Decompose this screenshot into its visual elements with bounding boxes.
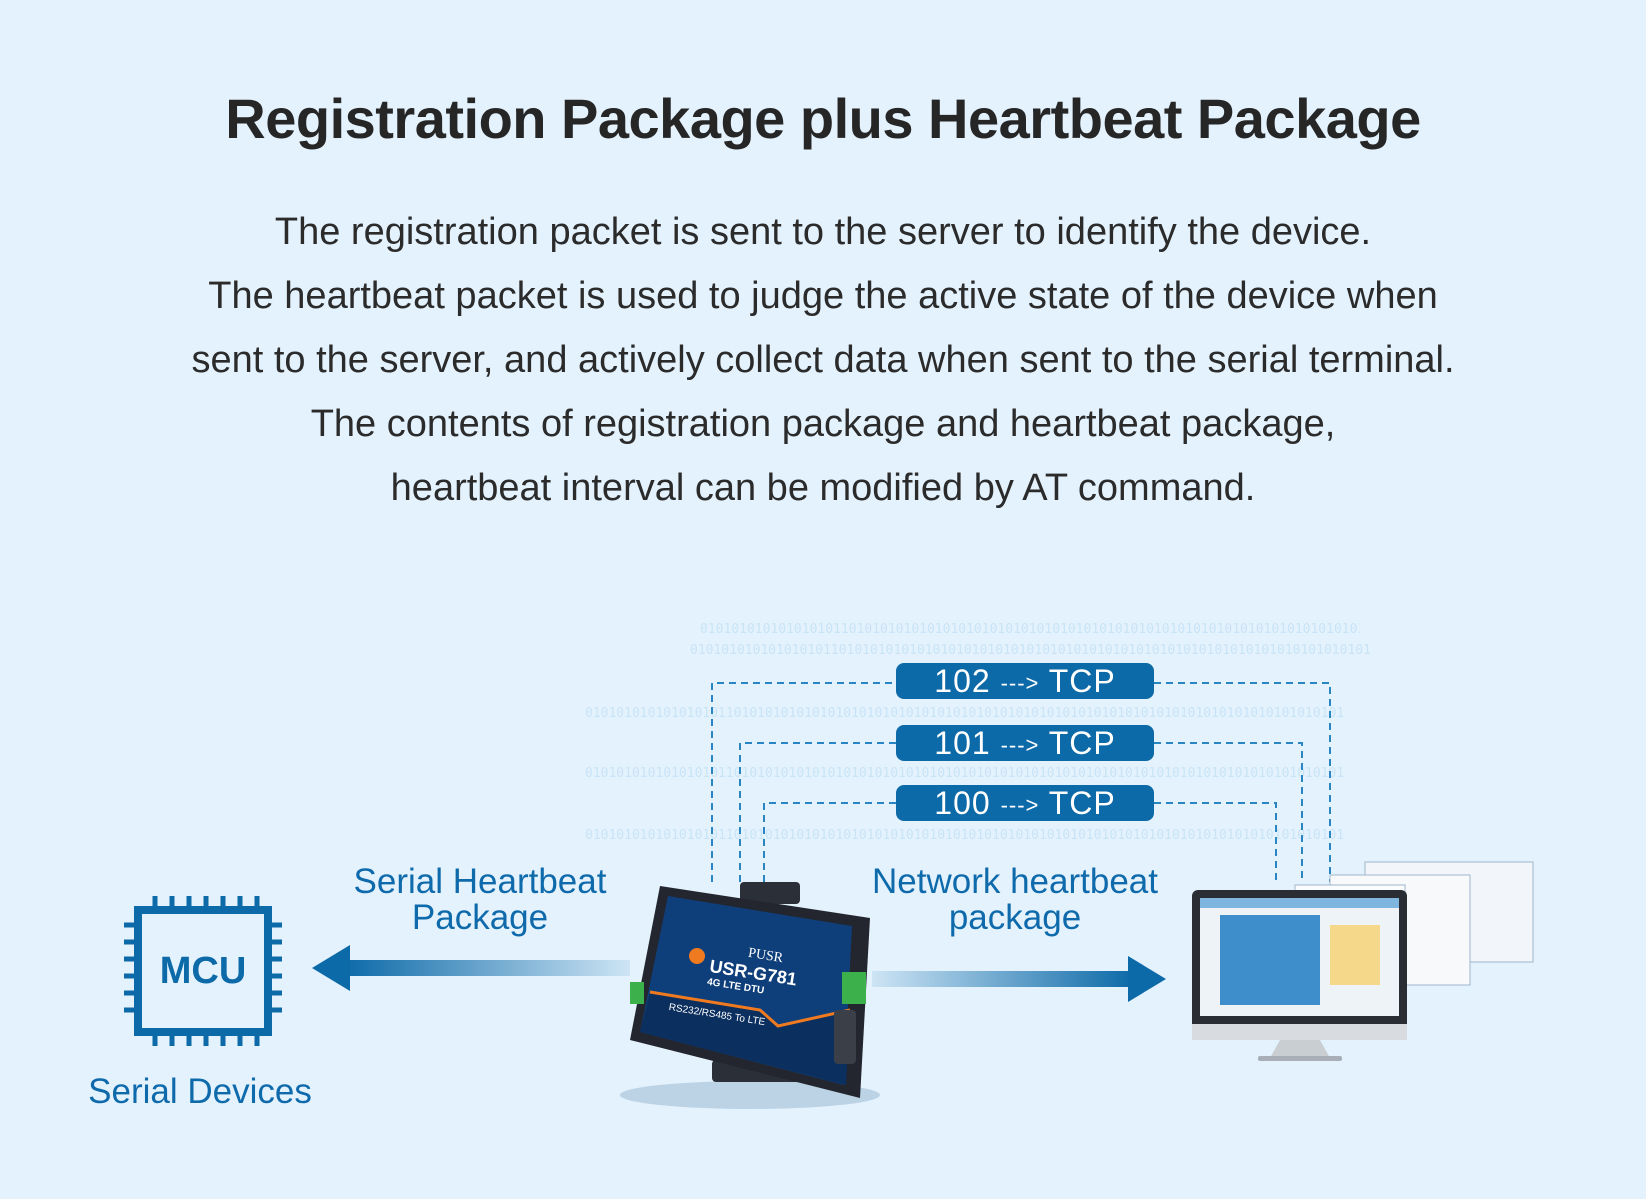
dtu-device-image [620,882,880,1109]
description-line: The registration packet is sent to the s… [274,211,1372,253]
arrow-icon: ---> [1000,792,1040,818]
description-line: The heartbeat packet is used to judge th… [208,275,1438,317]
dashed-connectors [711,682,1331,882]
mcu-label: MCU [159,950,247,992]
arrow-icon: ---> [1000,732,1040,758]
tcp-badge-101: 101 ---> TCP [896,725,1154,761]
description: The registration packet is sent to the s… [0,200,1646,520]
arrow-icon: ---> [1000,670,1040,696]
description-line: The contents of registration package and… [310,403,1336,445]
tcp-badge-102: 102 ---> TCP [896,663,1154,699]
binary-stream: 0101010101010101011010101010101010101010… [690,643,1370,658]
description-line: sent to the server, and actively collect… [191,339,1455,381]
tcp-badge-100: 100 ---> TCP [896,785,1154,821]
binary-stream: 0101010101010101011010101010101010101010… [700,622,1360,637]
network-arrow-icon [872,956,1166,1002]
mcu-chip-icon [124,896,282,1046]
device-text: PUSR USR-G781 4G LTE DTU RS232/RS485 To … [667,945,799,1029]
description-line: heartbeat interval can be modified by AT… [390,467,1256,509]
serial-arrow-icon [312,945,630,991]
binary-stream: 0101010101010101011010101010101010101010… [585,706,1345,721]
page-title: Registration Package plus Heartbeat Pack… [225,87,1421,150]
serial-devices-caption: Serial Devices [88,1072,312,1111]
binary-stream: 0101010101010101011010101010101010101010… [585,766,1345,781]
binary-stream: 0101010101010101011010101010101010101010… [585,828,1345,843]
monitor-image [1192,861,1534,1061]
